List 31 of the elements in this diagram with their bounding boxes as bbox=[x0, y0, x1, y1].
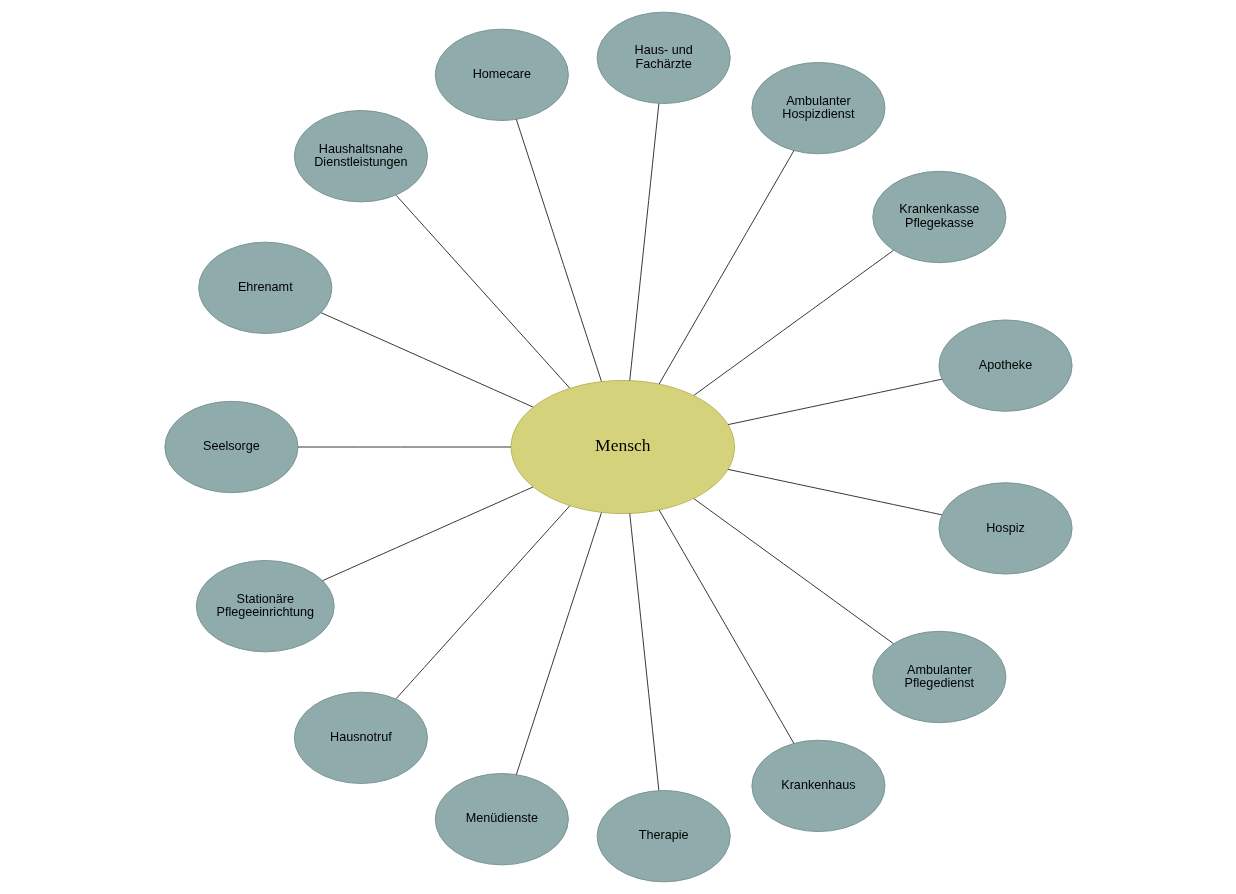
connector bbox=[395, 505, 570, 700]
node-ellipse: Ehrenamt bbox=[197, 241, 332, 334]
node-ellipse: Therapie bbox=[596, 790, 731, 883]
node-ellipse: Krankenhaus bbox=[750, 739, 885, 833]
connector bbox=[320, 312, 533, 408]
node-ellipse: Mensch bbox=[510, 379, 735, 515]
connector bbox=[628, 512, 659, 791]
node-ellipse: Apotheke bbox=[938, 319, 1073, 412]
node-ellipse: Stationäre Pflegeeinrichtung bbox=[195, 560, 335, 653]
node-ellipse: Krankenkasse Pflegekasse bbox=[871, 170, 1006, 264]
node-ellipse: Hospiz bbox=[938, 482, 1073, 575]
node-ellipse: Menüdienste bbox=[434, 773, 569, 866]
node-ellipse: Homecare bbox=[434, 28, 569, 121]
node-ellipse: Ambulanter Pflegedienst bbox=[871, 630, 1006, 724]
node-ellipse: Ambulanter Hospizdienst bbox=[750, 61, 885, 155]
node-ellipse: Haus- und Fachärzte bbox=[596, 11, 731, 104]
connector bbox=[692, 249, 894, 396]
connector bbox=[658, 150, 794, 385]
connector bbox=[628, 103, 659, 382]
connector bbox=[515, 512, 602, 776]
connector bbox=[658, 509, 794, 744]
connector bbox=[692, 498, 894, 645]
connector bbox=[321, 486, 533, 582]
connector bbox=[727, 468, 942, 516]
connector bbox=[727, 378, 942, 426]
connector bbox=[395, 194, 570, 389]
node-ellipse: Hausnotruf bbox=[293, 691, 428, 784]
connector bbox=[515, 118, 602, 382]
node-ellipse: Haushaltsnahe Dienstleistungen bbox=[293, 110, 428, 203]
node-ellipse: Seelsorge bbox=[163, 400, 298, 494]
connector bbox=[297, 446, 511, 448]
